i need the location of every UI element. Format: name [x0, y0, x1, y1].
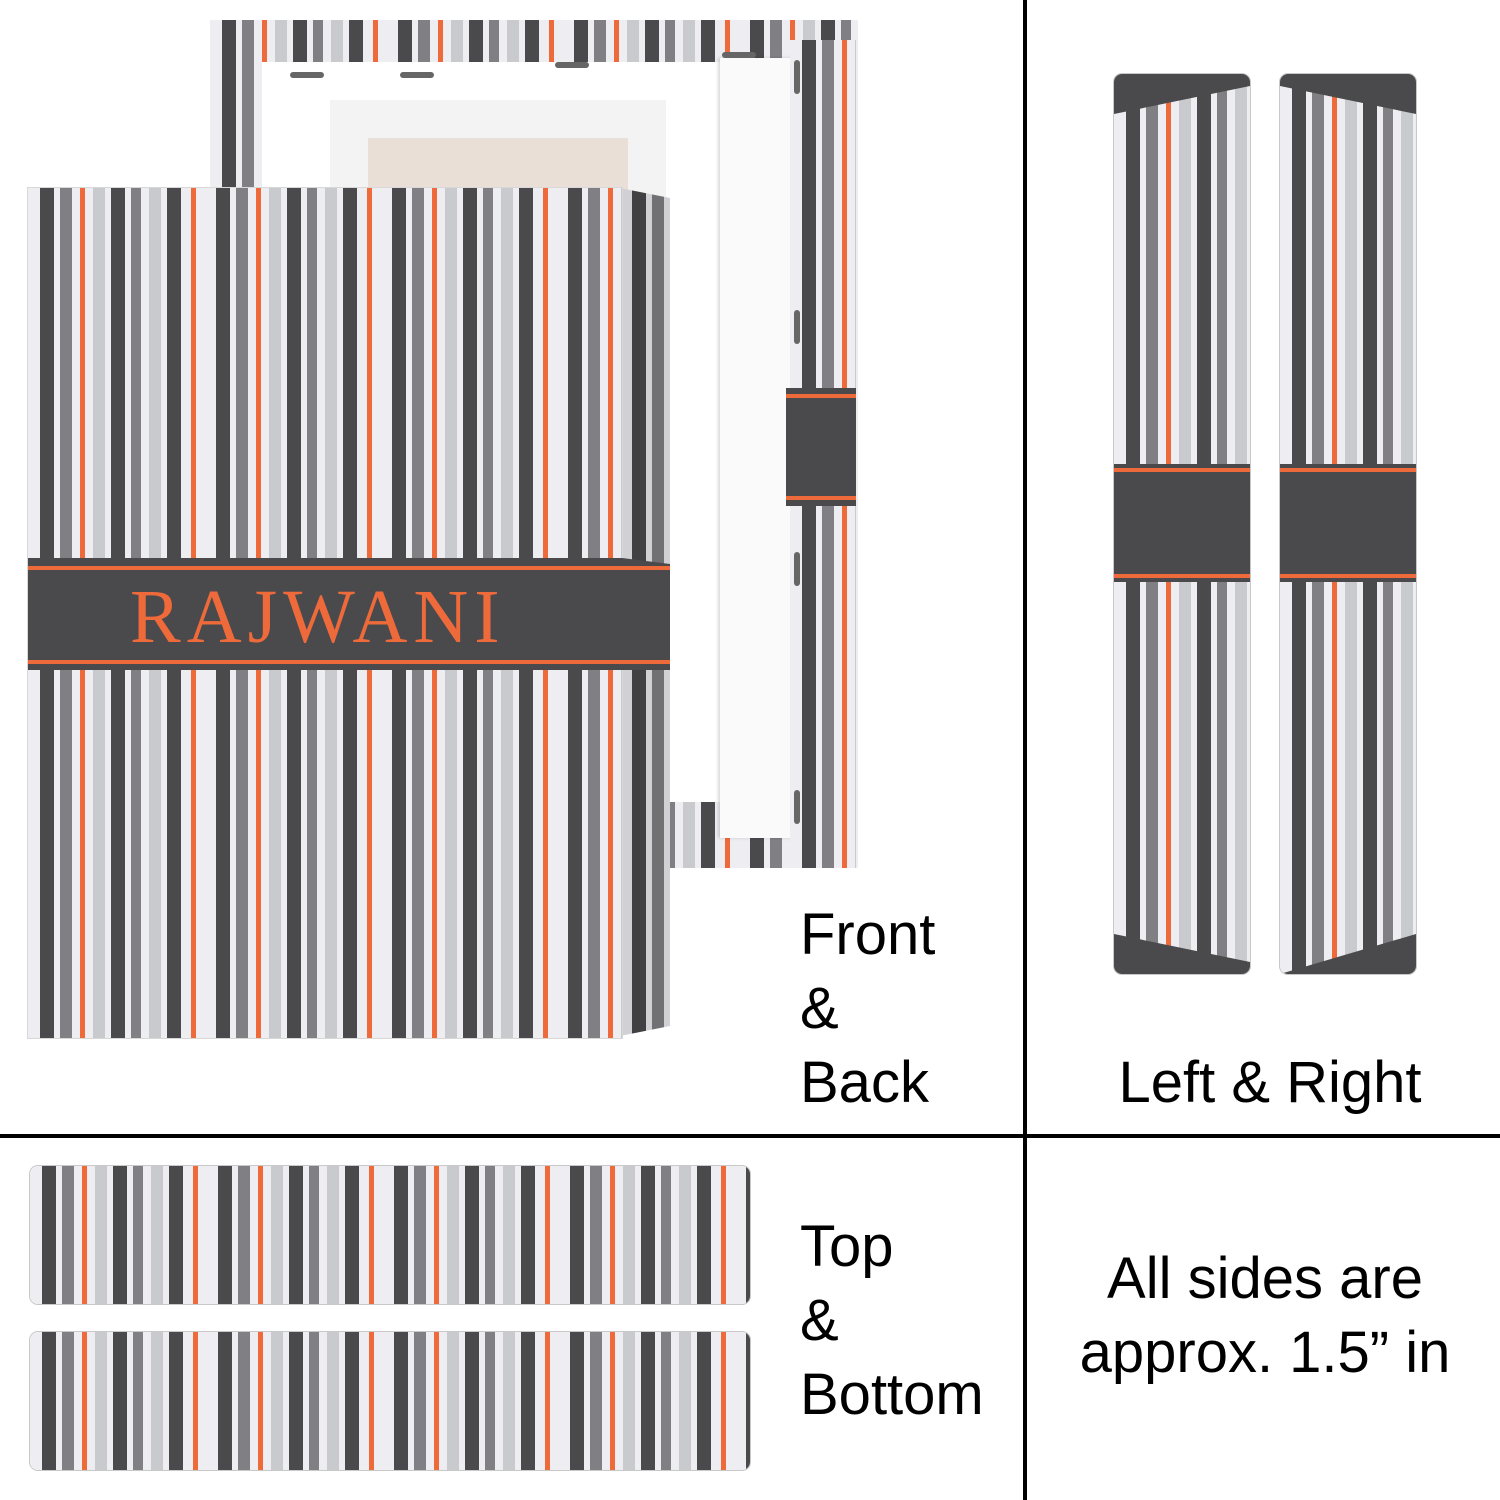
staple-icon: [794, 552, 800, 586]
canvas-front-band: RAJWANI: [28, 558, 670, 670]
top-side-panel: [30, 1166, 750, 1304]
right-panel-bottom-fold: [1280, 934, 1416, 974]
right-side-panel: [1280, 74, 1416, 974]
canvas-name-text: RAJWANI: [130, 575, 506, 659]
left-side-panel: [1114, 74, 1250, 974]
horizontal-divider: [0, 1134, 1500, 1138]
staple-icon: [290, 72, 324, 78]
right-panel-top-fold: [1280, 74, 1416, 114]
vertical-divider: [1023, 0, 1027, 1500]
staple-icon: [400, 72, 434, 78]
right-panel-band: [1280, 464, 1416, 582]
left-panel-top-fold: [1114, 74, 1250, 114]
staple-icon: [794, 60, 800, 94]
left-panel-band: [1114, 464, 1250, 582]
label-front-back: Front & Back: [800, 902, 936, 1115]
label-top-bottom: Top & Bottom: [800, 1214, 984, 1427]
staple-icon: [794, 790, 800, 824]
canvas-back-band: [786, 388, 856, 506]
label-left-right: Left & Right: [1118, 1050, 1422, 1115]
label-sides-note: All sides are approx. 1.5” in: [1079, 1246, 1451, 1385]
bottom-side-panel: [30, 1332, 750, 1470]
staple-icon: [555, 62, 589, 68]
staple-icon: [722, 52, 756, 58]
left-panel-bottom-fold: [1114, 934, 1250, 974]
staple-icon: [794, 310, 800, 344]
